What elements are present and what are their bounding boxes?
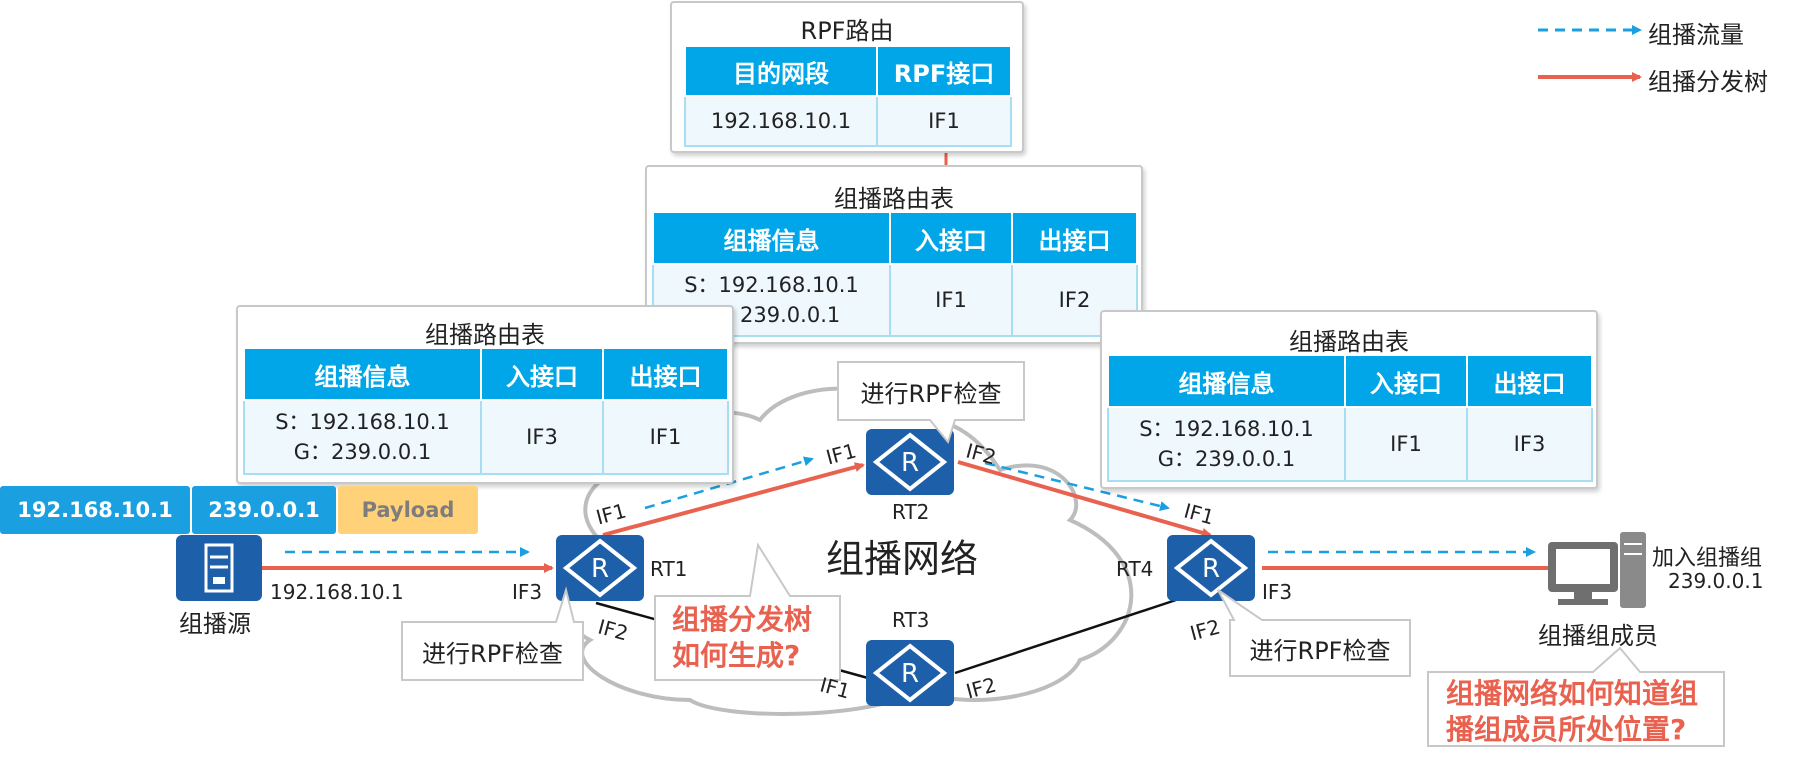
route-table-rt2-title: 组播路由表 bbox=[834, 185, 954, 213]
rpf-header-iface: RPF接口 bbox=[876, 45, 1012, 97]
rt1-cell-in: IF3 bbox=[480, 399, 604, 475]
packet-payload-field: Payload bbox=[338, 486, 478, 534]
callout-shape-member bbox=[1427, 646, 1725, 747]
tree-rt2-rt4 bbox=[957, 460, 1212, 538]
rt1-info-source: S：192.168.10.1 bbox=[275, 410, 450, 434]
route-table-rt4-panel: 组播路由表 组播信息 入接口 出接口 S：192.168.10.1 G：239.… bbox=[1100, 310, 1598, 489]
tree-question-callout: 组播分发树 如何生成? bbox=[672, 602, 812, 674]
callout-shape-rt1 bbox=[401, 586, 584, 681]
rt2-header-out: 出接口 bbox=[1011, 211, 1138, 265]
rt2-header-info: 组播信息 bbox=[652, 211, 891, 265]
source-ip-label: 192.168.10.1 bbox=[270, 580, 404, 604]
member-question-line2: 播组成员所处位置? bbox=[1446, 713, 1687, 746]
rt1-if3-label: IF3 bbox=[512, 580, 543, 604]
rpf-check-callout-rt4: 进行RPF检查 bbox=[1249, 636, 1391, 665]
packet-src-field: 192.168.10.1 bbox=[0, 486, 190, 534]
router-icon[interactable]: R bbox=[556, 535, 644, 601]
rpf-check-callout-rt1: 进行RPF检查 bbox=[422, 639, 563, 668]
network-label: 组播网络 bbox=[826, 537, 979, 581]
rt1-label: RT1 bbox=[650, 557, 688, 581]
router-icon[interactable]: R bbox=[866, 429, 954, 495]
legend-traffic-label: 组播流量 bbox=[1648, 21, 1744, 49]
callout-shape-rt4 bbox=[1217, 589, 1411, 677]
member-label: 组播组成员 bbox=[1538, 622, 1658, 650]
rt1-info-group: G：239.0.0.1 bbox=[293, 440, 432, 464]
rpf-route-title: RPF路由 bbox=[800, 17, 894, 45]
callout-shape-tree bbox=[654, 542, 841, 681]
rt2-label: RT2 bbox=[892, 500, 930, 524]
rt1-header-out: 出接口 bbox=[602, 347, 729, 401]
route-table-rt2: 组播信息 入接口 出接口 S：192.168.10.1 G：239.0.0.1 … bbox=[652, 211, 1138, 337]
rpf-route-table: 目的网段 RPF接口 192.168.10.1 IF1 bbox=[684, 45, 1012, 147]
rt3-label: RT3 bbox=[892, 608, 930, 632]
rt4-info-group: G：239.0.0.1 bbox=[1157, 447, 1296, 471]
rt2-info-source: S：192.168.10.1 bbox=[684, 273, 859, 297]
rt1-cell-info: S：192.168.10.1 G：239.0.0.1 bbox=[243, 399, 482, 475]
route-table-rt1-title: 组播路由表 bbox=[425, 321, 545, 349]
packet-group-field: 239.0.0.1 bbox=[192, 486, 336, 534]
server-icon[interactable] bbox=[176, 535, 262, 601]
rt4-cell-out: IF3 bbox=[1466, 406, 1593, 482]
rt4-header-out: 出接口 bbox=[1466, 354, 1593, 408]
pc-icon[interactable] bbox=[1548, 532, 1646, 608]
route-table-rt1: 组播信息 入接口 出接口 S：192.168.10.1 G：239.0.0.1 … bbox=[243, 347, 729, 475]
callout-shape-rt2 bbox=[837, 361, 1025, 445]
member-question-callout: 组播网络如何知道组 播组成员所处位置? bbox=[1446, 676, 1698, 748]
rt1-cell-out: IF1 bbox=[602, 399, 729, 475]
svg-text:R: R bbox=[901, 448, 919, 478]
rt4-cell-info: S：192.168.10.1 G：239.0.0.1 bbox=[1107, 406, 1346, 482]
route-table-rt4: 组播信息 入接口 出接口 S：192.168.10.1 G：239.0.0.1 … bbox=[1107, 354, 1593, 482]
link-rt3-rt4 bbox=[954, 598, 1177, 675]
traffic-rt2-rt4 bbox=[984, 461, 1170, 511]
rt2-cell-in: IF1 bbox=[889, 263, 1013, 337]
member-question-line1: 组播网络如何知道组 bbox=[1446, 677, 1699, 710]
rt4-label: RT4 bbox=[1116, 557, 1154, 581]
rpf-check-callout-rt2: 进行RPF检查 bbox=[860, 379, 1002, 408]
router-icon[interactable]: R bbox=[1167, 535, 1255, 601]
rt4-cell-in: IF1 bbox=[1344, 406, 1468, 482]
rt1-header-in: 入接口 bbox=[480, 347, 604, 401]
tree-question-line2: 如何生成? bbox=[672, 639, 801, 672]
rt2-header-in: 入接口 bbox=[889, 211, 1013, 265]
rt4-if3-label: IF3 bbox=[1262, 580, 1293, 604]
tree-rt1-rt2 bbox=[602, 462, 865, 537]
route-table-rt2-panel: 组播路由表 组播信息 入接口 出接口 S：192.168.10.1 G：239.… bbox=[645, 165, 1143, 344]
rt4-header-info: 组播信息 bbox=[1107, 354, 1346, 408]
rpf-cell-dest: 192.168.10.1 bbox=[684, 95, 878, 147]
svg-text:R: R bbox=[901, 659, 919, 689]
route-table-rt1-panel: 组播路由表 组播信息 入接口 出接口 S：192.168.10.1 G：239.… bbox=[236, 305, 734, 484]
rpf-route-panel: RPF路由 目的网段 RPF接口 192.168.10.1 IF1 bbox=[670, 1, 1024, 153]
svg-text:R: R bbox=[591, 554, 609, 584]
tree-question-line1: 组播分发树 bbox=[672, 603, 813, 636]
join-group-label: 加入组播组 bbox=[1652, 546, 1763, 571]
rpf-cell-iface: IF1 bbox=[876, 95, 1012, 147]
rt4-header-in: 入接口 bbox=[1344, 354, 1468, 408]
rt1-header-info: 组播信息 bbox=[243, 347, 482, 401]
router-icon[interactable]: R bbox=[866, 640, 954, 706]
source-label: 组播源 bbox=[179, 610, 251, 638]
rpf-header-dest: 目的网段 bbox=[684, 45, 878, 97]
receiver-group-ip: 239.0.0.1 bbox=[1668, 569, 1764, 593]
legend-tree-label: 组播分发树 bbox=[1648, 68, 1768, 96]
svg-text:R: R bbox=[1202, 554, 1220, 584]
route-table-rt4-title: 组播路由表 bbox=[1289, 328, 1409, 356]
rt4-info-source: S：192.168.10.1 bbox=[1139, 417, 1314, 441]
